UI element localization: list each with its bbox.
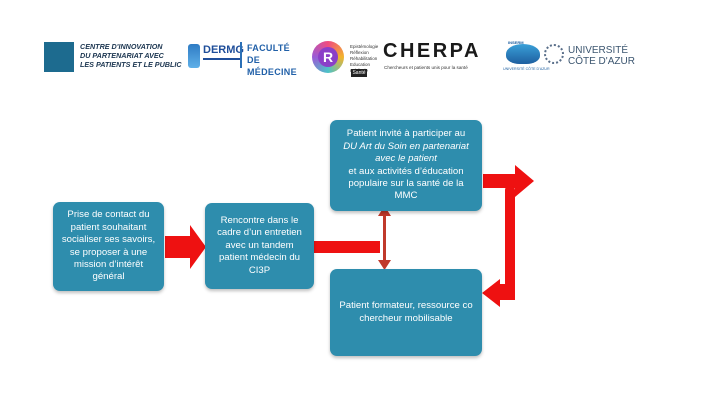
step-box-1-text: Prise de contact du patient souhaitant s… — [61, 209, 156, 283]
branch-up-arrowhead — [378, 206, 391, 216]
cipp-logo-text: CENTRE D'INNOVATION DU PARTENARIAT AVEC … — [80, 42, 182, 69]
step-box-1: Prise de contact du patient souhaitant s… — [53, 202, 164, 291]
step-box-3: Patient invité à participer au DU Art du… — [330, 120, 482, 211]
branch-line — [383, 214, 386, 266]
step-box-3-line1: Patient invité à participer au — [346, 128, 466, 140]
cherpa-logo-title: CHERPA — [383, 40, 481, 62]
wave-logo-icon — [506, 44, 540, 64]
r-logo-box: Santé — [351, 69, 367, 77]
branch-down-arrowhead — [378, 260, 391, 270]
dermg-logo-underline — [203, 58, 241, 69]
dermg-logo-icon — [188, 44, 200, 68]
arrow-1-to-2 — [165, 225, 206, 269]
arrow-2-to-branch — [314, 241, 380, 253]
faculte-logo-bar — [240, 42, 242, 68]
wave-logo-title: INSERM — [508, 40, 524, 45]
step-box-2: Rencontre dans le cadre d’un entretien a… — [205, 203, 314, 289]
step-box-4: Patient formateur, ressource co chercheu… — [330, 269, 482, 356]
uca-logo-text: UNIVERSITÉ CÔTE D'AZUR — [568, 45, 635, 67]
dermg-logo-text: DERMG — [203, 44, 244, 56]
step-box-4-text: Patient formateur, ressource co chercheu… — [339, 300, 473, 324]
uca-logo-icon — [544, 44, 564, 64]
cherpa-logo-subtitle: Chercheurs et patients unis pour la sant… — [384, 65, 468, 70]
cipp-logo-icon — [44, 42, 74, 72]
faculte-logo-text: FACULTÉ DE MÉDECINE — [247, 43, 297, 77]
arrow-loop-vertical — [505, 186, 515, 294]
step-box-3-line3: et aux activités d’éducation populaire s… — [348, 165, 464, 202]
step-box-3-italic: DU Art du Soin en partenariat avec le pa… — [343, 140, 469, 165]
r-logo-letter: R — [318, 47, 338, 67]
logo-banner: CENTRE D'INNOVATION DU PARTENARIAT AVEC … — [0, 0, 720, 95]
step-box-2-text: Rencontre dans le cadre d’un entretien a… — [217, 214, 302, 276]
arrow-3-right — [483, 165, 534, 197]
wave-logo-subtitle: UNIVERSITÉ CÔTE D'AZUR — [503, 67, 550, 71]
arrow-loop-into-4 — [482, 279, 515, 307]
